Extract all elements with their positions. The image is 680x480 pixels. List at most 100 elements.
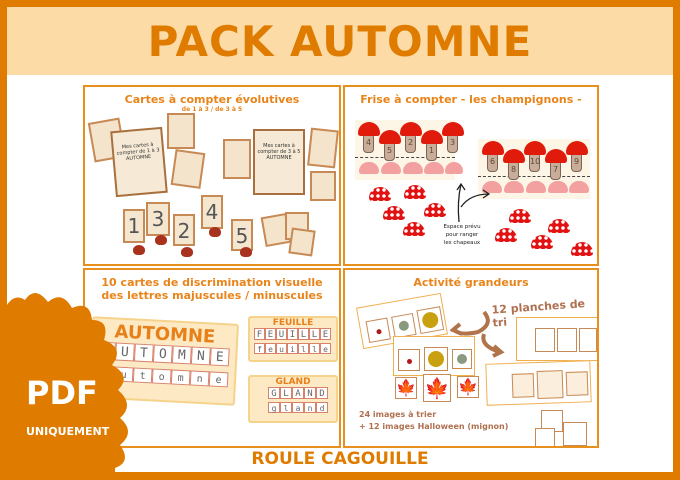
brand-footer: ROULE CAGOUILLE <box>251 449 429 469</box>
hat-slot <box>381 162 401 174</box>
uniquement-label: UNIQUEMENT <box>26 425 110 438</box>
mushroom-number: 3 <box>447 133 458 153</box>
mushroom-number: 5 <box>384 141 395 161</box>
panel-title: 10 cartes de discrimination visuelle des… <box>101 276 323 302</box>
dashed-line <box>355 157 455 158</box>
panel-lettres: 10 cartes de discrimination visuelle des… <box>83 268 341 448</box>
letter-box: u <box>276 343 287 354</box>
panel-cartes-a-compter: Cartes à compter évolutives de 1 à 3 / d… <box>83 85 341 266</box>
mushroom-hat <box>404 185 426 199</box>
number-card: 3 <box>146 202 170 236</box>
mushroom-number: 4 <box>363 133 374 153</box>
number-card: 4 <box>201 195 223 229</box>
letter-box: O <box>152 344 173 364</box>
mushroom-number: 1 <box>426 141 437 161</box>
storage-note: Espace prévu pour ranger les chapeaux <box>443 224 481 246</box>
apple-icon <box>240 247 252 257</box>
letter-box: N <box>190 346 211 366</box>
hat-slot <box>569 181 589 193</box>
hat-slot <box>403 162 423 174</box>
pdf-badge-shape <box>0 292 128 480</box>
counting-card <box>223 139 251 179</box>
mushroom-cap <box>421 130 443 144</box>
letter-box: n <box>304 402 316 413</box>
mushroom-hat <box>571 242 593 256</box>
mushroom-hat <box>383 206 405 220</box>
counting-card <box>307 127 339 169</box>
letter-box: F <box>254 328 265 340</box>
letter-box: D <box>316 387 328 399</box>
letter-box: l <box>280 402 292 413</box>
mushroom-number: 2 <box>405 133 416 153</box>
images-count: 24 images à trier <box>359 410 437 419</box>
hat-slot <box>548 181 568 193</box>
letter-box: G <box>268 387 280 399</box>
counting-card <box>310 171 336 201</box>
mushroom-cap <box>524 141 546 155</box>
cover-card-1-3: Mes cartes à compter de 1 à 3 AUTOMNE <box>110 126 168 198</box>
sorting-board <box>393 336 475 376</box>
letter-box: L <box>298 328 309 340</box>
hat-slot <box>359 162 379 174</box>
letter-box: E <box>265 328 276 340</box>
panel-title: Activité grandeurs <box>413 276 529 289</box>
mushroom-cap <box>482 141 504 155</box>
mushroom-cap <box>358 122 380 136</box>
halloween-count: + 12 images Halloween (mignon) <box>359 422 509 431</box>
mushroom-number: 6 <box>487 152 498 172</box>
sorting-board <box>485 360 592 406</box>
apple-icon <box>209 227 221 237</box>
dashed-line <box>478 176 590 177</box>
hat-slot <box>445 162 463 174</box>
leaf-icon: 🍁 <box>395 377 417 399</box>
panel-grandeurs: Activité grandeurs 🍁 🍁 🍁 12 planches de … <box>343 268 599 448</box>
apple-icon <box>181 247 193 257</box>
counting-card <box>288 227 316 257</box>
ghost-card <box>563 422 587 446</box>
panel-title: Cartes à compter évolutives <box>124 93 300 106</box>
panel-subtitle: de 1 à 3 / de 3 à 5 <box>181 106 243 113</box>
hat-slot <box>482 181 502 193</box>
letter-box: a <box>292 402 304 413</box>
mushroom-number: 8 <box>508 160 519 180</box>
letter-box: A <box>292 387 304 399</box>
mushroom-cap <box>545 149 567 163</box>
mushroom-hat <box>495 228 517 242</box>
arrow-icon <box>456 182 491 223</box>
mushroom-hat <box>424 203 446 217</box>
letter-box: e <box>320 343 331 354</box>
letter-box: N <box>304 387 316 399</box>
letter-box: E <box>320 328 331 340</box>
hat-slot <box>526 181 546 193</box>
letter-box: o <box>151 368 172 385</box>
mushroom-hat <box>509 209 531 223</box>
letter-box: e <box>208 371 229 388</box>
mushroom-number: 9 <box>571 152 582 172</box>
counting-card <box>167 113 195 149</box>
apple-icon <box>133 245 145 255</box>
ghost-card <box>535 428 555 446</box>
page-title: PACK AUTOMNE <box>147 16 533 66</box>
word-title: GLAND <box>275 377 311 387</box>
word-title: FEUILLE <box>272 318 314 328</box>
letter-box: e <box>265 343 276 354</box>
letter-box: f <box>254 343 265 354</box>
hat-slot <box>424 162 444 174</box>
letter-box: L <box>309 328 320 340</box>
cover-card-3-5: Mes cartes à compter de 3 à 5 AUTOMNE <box>253 129 305 195</box>
mushroom-hat <box>548 219 570 233</box>
counting-card <box>170 149 206 189</box>
mushroom-cap <box>503 149 525 163</box>
mushroom-hat <box>403 222 425 236</box>
header-banner: PACK AUTOMNE <box>7 7 673 75</box>
sorting-board <box>516 317 597 361</box>
letter-box: I <box>287 328 298 340</box>
mushroom-cap <box>442 122 464 136</box>
hat-slot <box>504 181 524 193</box>
number-card: 5 <box>231 219 253 251</box>
